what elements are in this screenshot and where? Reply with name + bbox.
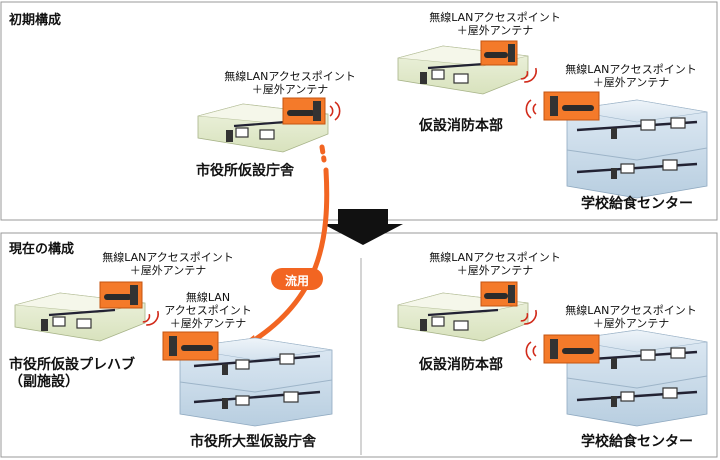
ap-device-city-office-large [162, 331, 219, 361]
ap-caption-line1: 無線LANアクセスポイント [224, 70, 356, 83]
ap-caption-line1: 無線LAN [185, 291, 231, 304]
label-temp-fire-hq-current: 仮設消防本部 [419, 357, 503, 373]
building-school-lunch-center-current [566, 329, 708, 427]
initial-config-title: 初期構成 [9, 13, 62, 28]
building-school-lunch-center [566, 99, 708, 199]
ap-caption-line2: ＋屋外アンテナ [129, 264, 207, 277]
ap-device-school-lunch [543, 91, 600, 121]
ap-caption-line1: 無線LANアクセスポイント [429, 251, 561, 264]
ap-caption-city-office: 無線LANアクセスポイント ＋屋外アンテナ [215, 70, 365, 96]
ap-caption-line2: ＋屋外アンテナ [592, 76, 670, 89]
room-temp-fire-hq-current [397, 292, 529, 342]
ap-caption-line2: ＋屋外アンテナ [456, 264, 534, 277]
ap-caption-line1: 無線LANアクセスポイント [565, 304, 697, 317]
ap-device-fire-hq-current [480, 281, 518, 307]
wifi-icon-city-office [329, 101, 341, 121]
ap-caption-line2: アクセスポイント [164, 304, 252, 317]
ap-caption-line3: ＋屋外アンテナ [169, 317, 247, 330]
transfer-label: 流用 [284, 274, 309, 288]
label-city-office-prefab-line1: 市役所仮設プレハブ [9, 357, 135, 373]
ap-caption-city-office-large: 無線LAN アクセスポイント ＋屋外アンテナ [160, 291, 256, 330]
ap-caption-line2: ＋屋外アンテナ [592, 317, 670, 330]
ap-caption-line1: 無線LANアクセスポイント [429, 11, 561, 24]
ap-device-city-office [282, 97, 326, 125]
label-school-lunch-center-current: 学校給食センター [581, 434, 693, 450]
label-city-office-prefab: 市役所仮設プレハブ （副施設） [9, 357, 135, 391]
room-city-office-prefab [14, 292, 146, 342]
ap-caption-fire-hq: 無線LANアクセスポイント ＋屋外アンテナ [420, 11, 570, 37]
wifi-icon-school-lunch [525, 99, 537, 119]
current-config-title: 現在の構成 [9, 242, 75, 257]
ap-caption-fire-hq-current: 無線LANアクセスポイント ＋屋外アンテナ [420, 251, 570, 277]
wifi-icon-fire-hq-current [520, 309, 537, 325]
label-temp-fire-hq: 仮設消防本部 [419, 118, 503, 134]
ap-device-fire-hq [480, 40, 518, 66]
ap-caption-line1: 無線LANアクセスポイント [565, 63, 697, 76]
ap-device-school-lunch-current [543, 334, 600, 364]
label-city-office-large: 市役所大型仮設庁舎 [190, 434, 316, 450]
label-city-office-prefab-line2: （副施設） [9, 374, 79, 390]
transfer-arrow [245, 144, 330, 347]
wifi-icon-prefab [142, 310, 159, 326]
ap-caption-line1: 無線LANアクセスポイント [102, 251, 234, 264]
ap-caption-prefab: 無線LANアクセスポイント ＋屋外アンテナ [93, 251, 243, 277]
ap-caption-school-lunch-current: 無線LANアクセスポイント ＋屋外アンテナ [555, 304, 707, 330]
wifi-icon-school-lunch-current [525, 341, 537, 361]
label-school-lunch-center: 学校給食センター [581, 196, 693, 212]
wifi-icon-fire-hq [520, 67, 537, 83]
transition-arrow [323, 209, 403, 245]
label-temp-city-office: 市役所仮設庁舎 [196, 163, 294, 179]
ap-caption-line2: ＋屋外アンテナ [456, 24, 534, 37]
ap-caption-school-lunch: 無線LANアクセスポイント ＋屋外アンテナ [555, 63, 707, 89]
ap-device-prefab [99, 281, 143, 309]
transfer-label-pill [271, 268, 323, 290]
ap-caption-line2: ＋屋外アンテナ [251, 83, 329, 96]
